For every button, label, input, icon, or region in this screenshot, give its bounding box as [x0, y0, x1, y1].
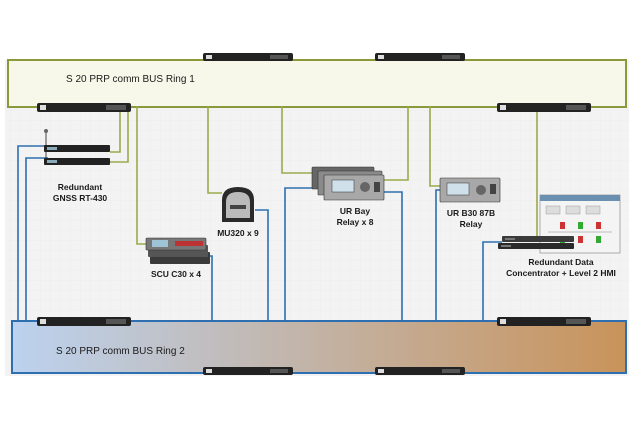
ring-2-switches: [37, 317, 591, 375]
gnss-label-line-1: Redundant: [58, 182, 103, 192]
switch-icon[interactable]: [37, 317, 131, 326]
ring-1-label: S 20 PRP comm BUS Ring 1: [66, 74, 195, 85]
ring-2-links: [17, 145, 502, 321]
ring-2-label: S 20 PRP comm BUS Ring 2: [56, 346, 185, 357]
switch-icon[interactable]: [203, 367, 293, 375]
gnss-label-line-2: GNSS RT-430: [53, 193, 108, 203]
ur-b30-device[interactable]: [439, 177, 501, 203]
ring-1-switches: [37, 53, 591, 112]
mu-device[interactable]: [222, 187, 254, 222]
scu-label: SCU C30 x 4: [151, 269, 201, 279]
switch-icon[interactable]: [497, 317, 591, 326]
switch-icon[interactable]: [375, 53, 465, 61]
switch-icon[interactable]: [37, 103, 131, 112]
ur-b30-label-line-2: Relay: [460, 219, 483, 229]
comm-bus-ring-2: [11, 320, 627, 374]
data-concentrator-device[interactable]: [498, 236, 574, 249]
ur-bay-label-line-1: UR Bay: [340, 206, 371, 216]
gnss-device[interactable]: [44, 129, 110, 165]
switch-icon[interactable]: [375, 367, 465, 375]
concentrator-label-line-2: Concentrator + Level 2 HMI: [506, 268, 616, 278]
switch-icon[interactable]: [203, 53, 293, 61]
ur-b30-label-line-1: UR B30 87B: [447, 208, 495, 218]
mu-label: MU320 x 9: [217, 228, 259, 238]
scu-device[interactable]: [145, 237, 210, 264]
switch-icon[interactable]: [497, 103, 591, 112]
ring-1-links: [110, 106, 538, 245]
comm-bus-ring-1: [7, 59, 627, 108]
concentrator-label-line-1: Redundant Data: [528, 257, 593, 267]
ur-bay-label-line-2: Relay x 8: [337, 217, 374, 227]
ur-bay-device[interactable]: [311, 166, 385, 201]
